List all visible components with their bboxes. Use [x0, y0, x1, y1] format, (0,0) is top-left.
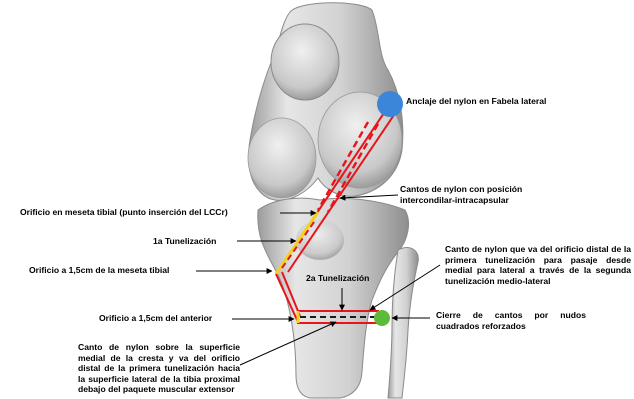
label-cantos-line-2: intercondilar-intracapsular	[400, 195, 522, 206]
knot-marker	[374, 310, 390, 326]
label-orificio-meseta: Orificio en meseta tibial (punto inserci…	[20, 207, 228, 218]
label-cantos-line-1: Cantos de nylon con posición	[400, 184, 522, 195]
fibula	[388, 248, 418, 398]
label-cantos-intercondilar: Cantos de nylon con posición intercondil…	[400, 184, 522, 205]
medial-condyle	[248, 118, 316, 198]
patella	[271, 24, 339, 100]
label-tunelizacion-2: 2a Tunelización	[306, 273, 369, 284]
tibia	[258, 198, 409, 398]
fabela-anchor-marker	[377, 91, 403, 117]
label-anclaje-fabela: Anclaje del nylon en Fabela lateral	[406, 96, 546, 107]
label-cierre-cantos: Cierre de cantos por nudos cuadrados ref…	[436, 310, 586, 331]
label-tunelizacion-1: 1a Tunelización	[153, 236, 216, 247]
label-orificio-15-meseta: Orificio a 1,5cm de la meseta tibial	[29, 265, 169, 276]
label-canto-segunda-tunelizacion: Canto de nylon que va del orificio dista…	[445, 244, 631, 286]
label-orificio-15-anterior: Orificio a 1,5cm del anterior	[99, 313, 212, 324]
label-canto-cresta: Canto de nylon sobre la superficie media…	[78, 342, 240, 395]
